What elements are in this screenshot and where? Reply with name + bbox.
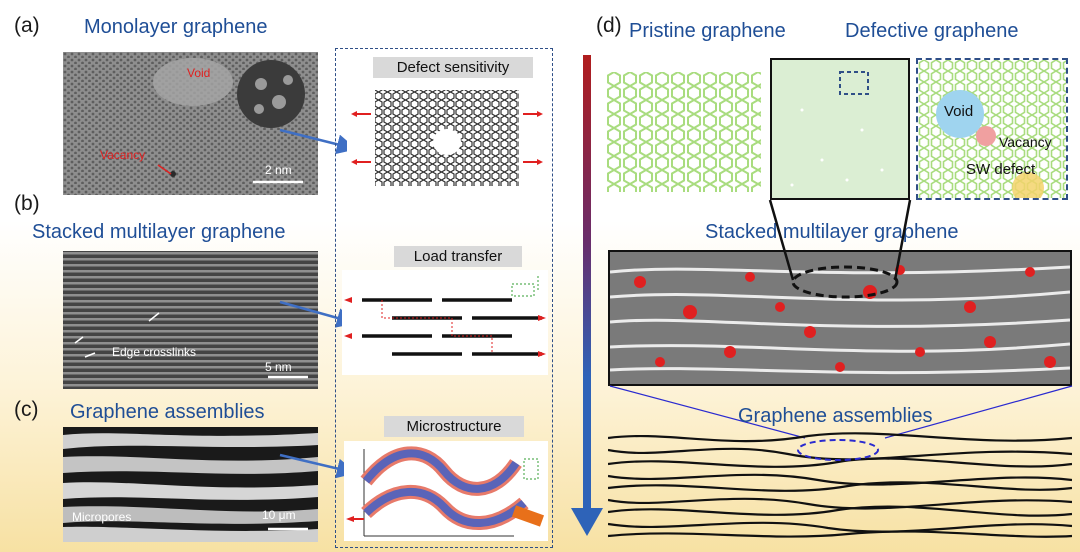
- assemblies-sem-image: [63, 427, 318, 542]
- panel-a-scale: 2 nm: [265, 163, 292, 177]
- scale-arrow-head: [571, 508, 603, 536]
- d-multilayer-title: Stacked multilayer graphene: [705, 221, 959, 243]
- multilayer-tem-image: [63, 251, 318, 389]
- zoom-connector-lines: [609, 199, 1073, 439]
- panel-b-label: (b): [14, 192, 40, 215]
- panel-c-pore-tag: Micropores: [72, 510, 132, 524]
- pristine-lattice: [606, 72, 761, 192]
- panel-b-title: Stacked multilayer graphene: [32, 221, 286, 243]
- defect-zoom-box: [916, 58, 1068, 204]
- microstructure-title: Microstructure: [384, 416, 524, 437]
- defect-sensitivity-title: Defect sensitivity: [373, 57, 533, 78]
- mechanism-column: [335, 48, 553, 548]
- monolayer-tem-image: [63, 52, 318, 195]
- defect-sensitivity-diagram: [347, 84, 547, 194]
- panel-d-label: (d): [596, 14, 622, 37]
- sw-defect-marker: [1012, 172, 1044, 204]
- vacancy-marker: [976, 126, 996, 146]
- d-assemblies-title: Graphene assemblies: [738, 405, 933, 427]
- arrow-c-to-micro: [279, 453, 357, 479]
- md-multilayer-snapshot: [608, 250, 1072, 386]
- void-marker: [936, 90, 984, 138]
- panel-a-label: (a): [14, 14, 40, 37]
- panel-a-vacancy-tag: Vacancy: [100, 148, 146, 162]
- arrow-a-to-defect: [279, 128, 357, 155]
- panel-b-crosslink-tag: Edge crosslinks: [112, 345, 197, 359]
- defective-title: Defective graphene: [845, 20, 1019, 42]
- panel-c-label: (c): [14, 398, 39, 421]
- load-transfer-title: Load transfer: [394, 246, 522, 267]
- scale-gradient-bar: [583, 55, 591, 515]
- load-transfer-diagram: [342, 270, 548, 375]
- cg-assemblies-snapshot: [608, 430, 1072, 542]
- arrow-b-to-load: [279, 300, 357, 328]
- panel-a-void-tag: Void: [187, 66, 211, 80]
- pristine-title: Pristine graphene: [629, 20, 786, 42]
- panel-c-title: Graphene assemblies: [70, 401, 265, 423]
- zoom-void-label: Void: [944, 103, 974, 120]
- panel-a-title: Monolayer graphene: [84, 16, 268, 38]
- microstructure-diagram: [344, 441, 548, 541]
- panel-b-scale: 5 nm: [265, 360, 292, 374]
- panel-c-scale: 10 μm: [262, 508, 296, 522]
- defective-sheet: [770, 58, 910, 200]
- panel-connector-arrows: [279, 128, 357, 479]
- zoom-vacancy-label: Vacancy: [999, 134, 1052, 150]
- zoom-sw-label: SW defect: [966, 161, 1036, 178]
